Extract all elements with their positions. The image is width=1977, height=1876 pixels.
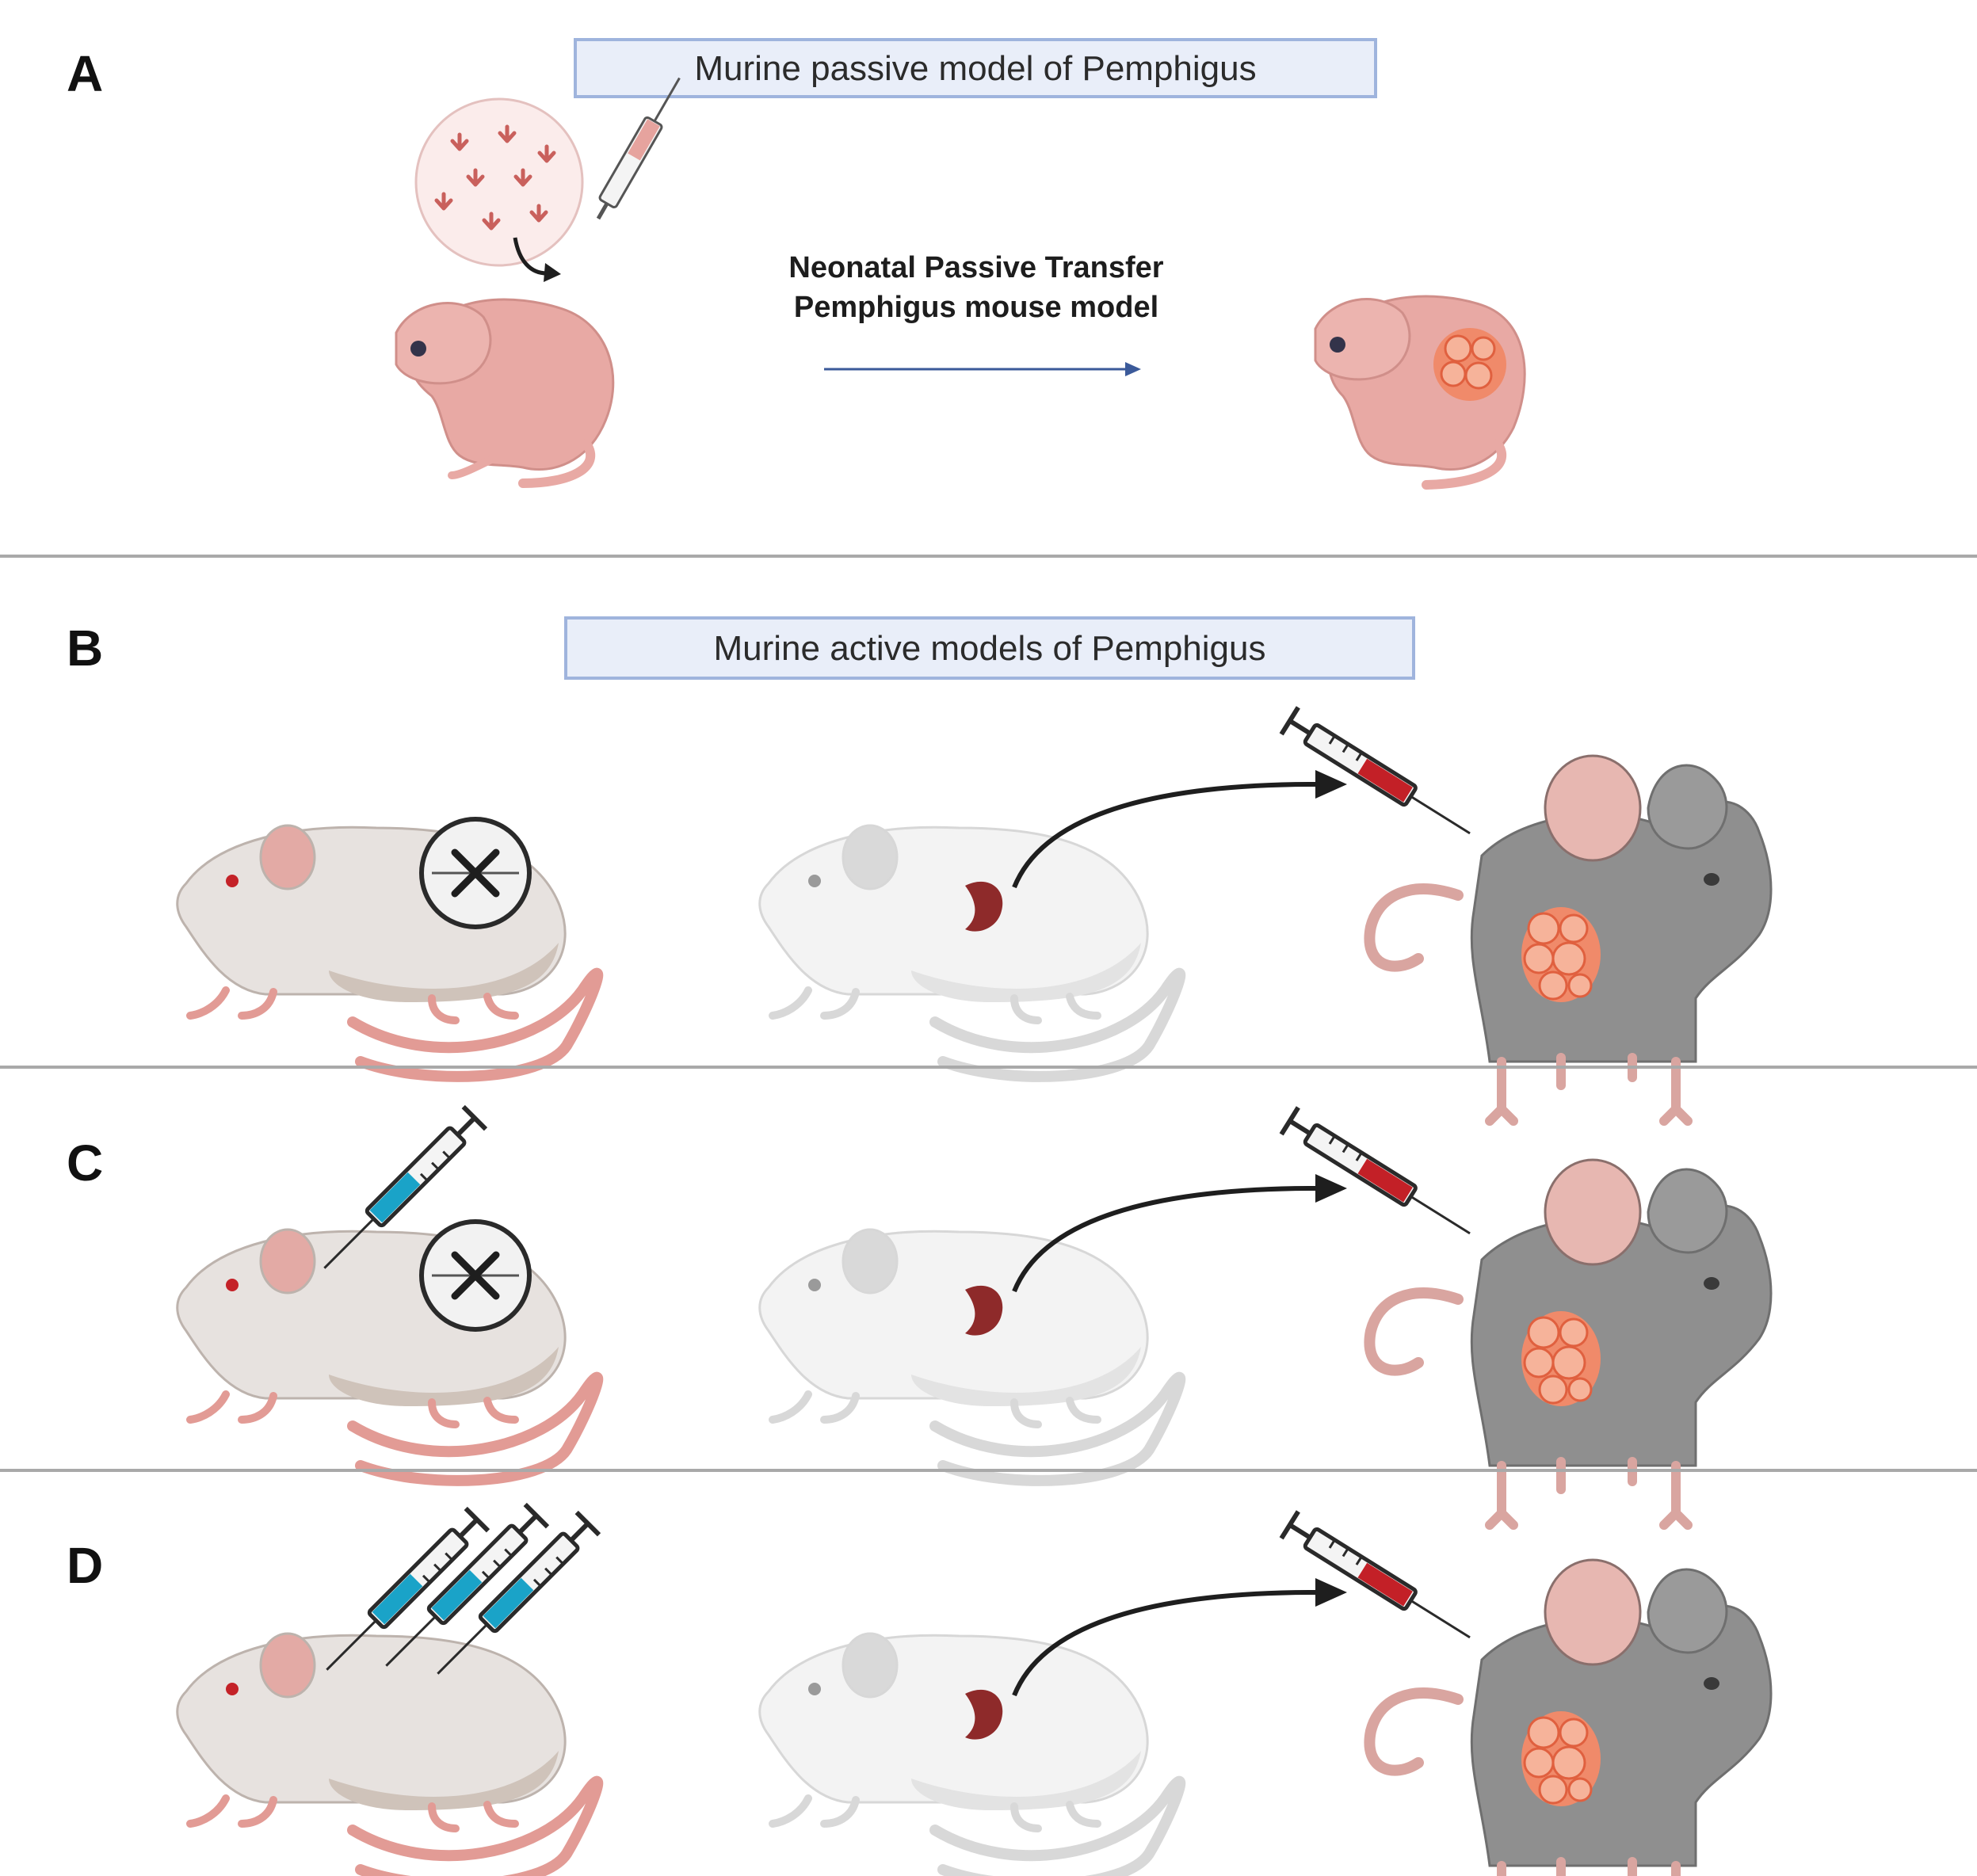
syringe-icon <box>1281 707 1478 847</box>
panel-letter-a: A <box>67 45 103 102</box>
title-box-b <box>564 616 1415 680</box>
immunized-mouse-icon <box>177 1230 598 1481</box>
neonatal-mouse-icon <box>395 298 615 488</box>
syringe-icon <box>596 77 681 220</box>
caption-line-2: Pemphigus mouse model <box>794 291 1158 324</box>
panel-letter-d: D <box>67 1537 103 1594</box>
donor-mouse-icon <box>759 826 1181 1077</box>
syringe-icon <box>1281 1108 1478 1247</box>
antibody-icon <box>414 97 584 282</box>
knockout-mouse-icon <box>177 826 598 1077</box>
title-b: Murine active models of Pemphigus <box>714 629 1266 668</box>
blister-lesion-icon <box>1433 328 1506 401</box>
syringe-icon <box>1281 1512 1478 1651</box>
title-a: Murine passive model of Pemphigus <box>694 49 1256 88</box>
transfer-arrow-a <box>824 362 1141 376</box>
donor-mouse-icon <box>759 1634 1181 1876</box>
panel-letter-c: C <box>67 1134 103 1192</box>
donor-mouse-icon <box>759 1230 1181 1481</box>
knockout-symbol-icon <box>422 1222 529 1329</box>
title-box-a <box>574 38 1377 98</box>
caption-line-1: Neonatal Passive Transfer <box>788 251 1163 284</box>
panel-letter-b: B <box>67 620 103 677</box>
immunized-mouse-icon <box>177 1634 598 1876</box>
lesioned-neonatal-mouse-icon <box>1314 295 1526 490</box>
knockout-symbol-icon <box>422 819 529 927</box>
recipient-mouse-icon <box>1369 1560 1771 1876</box>
